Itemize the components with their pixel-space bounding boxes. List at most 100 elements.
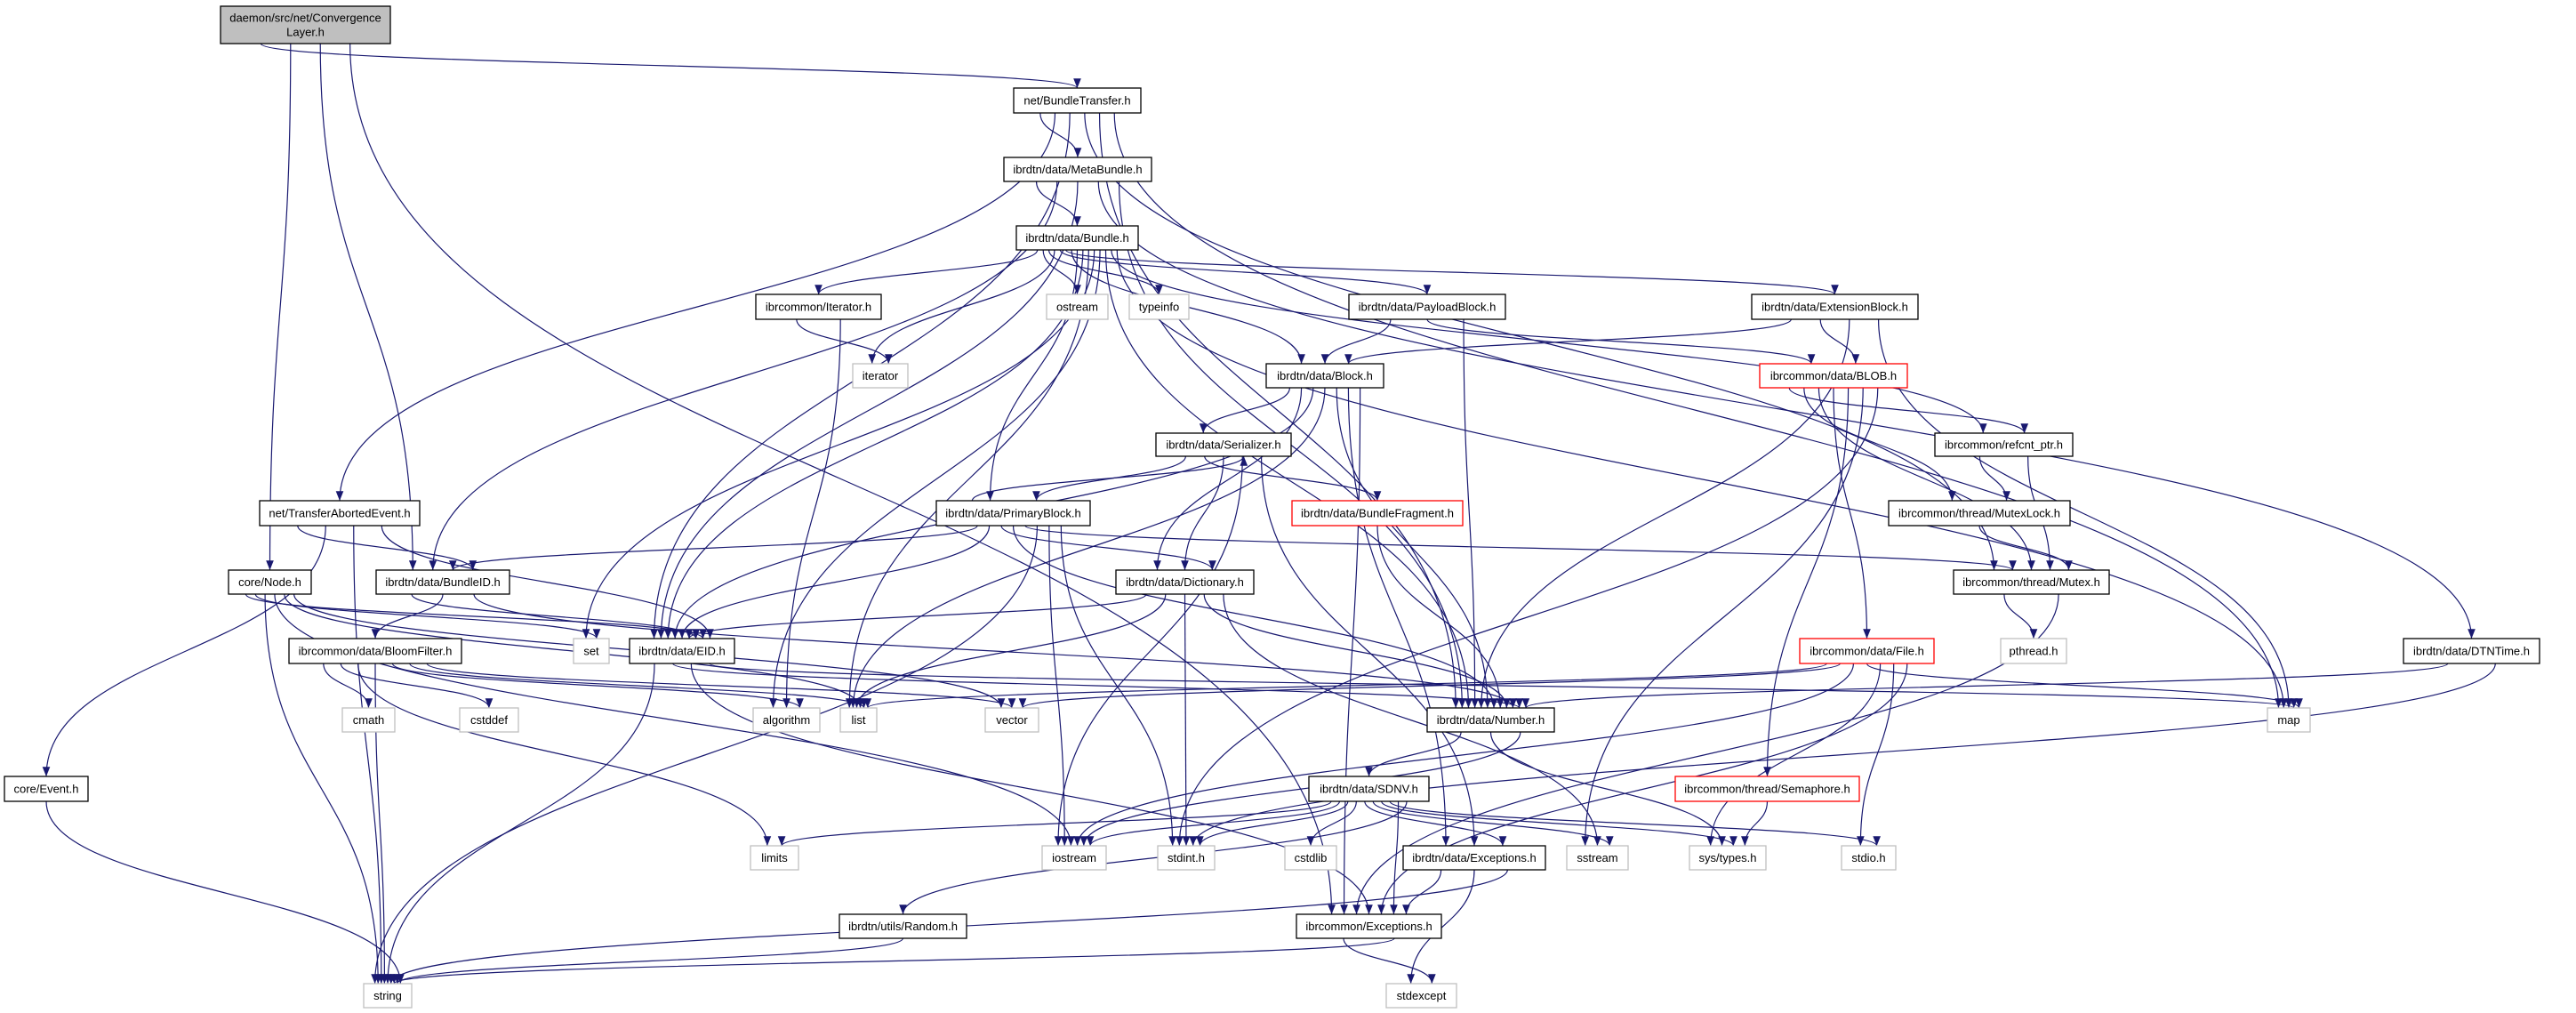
node-node[interactable]: core/Node.h — [228, 569, 312, 595]
node-cstddef[interactable]: cstddef — [459, 707, 519, 733]
node-event[interactable]: core/Event.h — [4, 776, 89, 802]
edge-number-to-systypes — [1489, 731, 1726, 847]
node-cmath[interactable]: cmath — [341, 707, 396, 733]
node-box — [1041, 845, 1107, 871]
node-number[interactable]: ibrdtn/data/Number.h — [1426, 707, 1555, 733]
edge-file-to-iostream — [1073, 663, 1854, 847]
edge-dexc-to-cexc — [1402, 869, 1442, 915]
node-limits[interactable]: limits — [750, 845, 799, 871]
edge-file-to-map — [1866, 663, 2303, 709]
node-systypes[interactable]: sys/types.h — [1689, 845, 1767, 871]
node-iostream[interactable]: iostream — [1041, 845, 1107, 871]
node-box — [363, 983, 413, 1009]
node-box — [1888, 500, 2071, 527]
node-ser[interactable]: ibrdtn/data/Serializer.h — [1155, 432, 1292, 457]
node-dtntime[interactable]: ibrdtn/data/DTNTime.h — [2403, 638, 2540, 664]
edge-sdnv-to-random — [899, 800, 1408, 915]
edge-bundle-to-set — [582, 249, 1095, 639]
edge-block-to-number — [1336, 387, 1492, 709]
node-stdexcept[interactable]: stdexcept — [1385, 983, 1457, 1009]
node-blob[interactable]: ibrcommon/data/BLOB.h — [1759, 363, 1908, 389]
node-label: ibrdtn/data/BundleFragment.h — [1301, 507, 1454, 520]
edge-tae-to-eid — [381, 525, 714, 639]
node-refcnt[interactable]: ibrcommon/refcnt_ptr.h — [1934, 432, 2074, 457]
edge-bt-to-map — [1113, 112, 2283, 709]
node-label: daemon/src/net/Convergence — [229, 12, 381, 25]
node-ext[interactable]: ibrdtn/data/ExtensionBlock.h — [1751, 293, 1919, 320]
node-block[interactable]: ibrdtn/data/Block.h — [1265, 363, 1384, 389]
node-pthread[interactable]: pthread.h — [2000, 638, 2067, 664]
node-payload[interactable]: ibrdtn/data/PayloadBlock.h — [1348, 293, 1506, 320]
edge-tae-to-event — [42, 525, 326, 777]
node-sdnv[interactable]: ibrdtn/data/SDNV.h — [1308, 776, 1430, 802]
node-label: set — [583, 645, 599, 658]
edge-bundle-to-algorithm — [769, 249, 1101, 709]
edge-bundle-to-number — [1104, 249, 1473, 709]
edge-eid-to-string — [383, 663, 655, 985]
edge-blob-to-sstream — [1581, 387, 1864, 847]
node-mutexlock[interactable]: ibrcommon/thread/MutexLock.h — [1888, 500, 2071, 527]
edge-ext-to-blob — [1819, 318, 1860, 365]
node-list[interactable]: list — [839, 707, 878, 733]
node-ostream[interactable]: ostream — [1046, 293, 1109, 320]
edge-bundleid-to-eid — [411, 593, 700, 639]
node-map[interactable]: map — [2267, 707, 2311, 733]
node-label: vector — [996, 713, 1028, 727]
node-sem[interactable]: ibrcommon/thread/Semaphore.h — [1674, 776, 1860, 802]
edge-ser-to-frag — [1204, 455, 1382, 502]
node-label: ibrdtn/data/Number.h — [1437, 713, 1545, 727]
edge-ser-to-dict — [1181, 455, 1224, 571]
node-sstream[interactable]: sstream — [1566, 845, 1629, 871]
node-bloom[interactable]: ibrcommon/data/BloomFilter.h — [288, 638, 462, 664]
node-label: typeinfo — [1139, 301, 1180, 314]
node-iterator[interactable]: iterator — [852, 363, 909, 389]
edge-bundle-to-ostream — [1042, 249, 1081, 295]
node-dict[interactable]: ibrdtn/data/Dictionary.h — [1115, 569, 1255, 595]
edge-primary-to-ser — [971, 455, 1248, 502]
node-random[interactable]: ibrdtn/utils/Random.h — [839, 913, 967, 939]
edge-meta-to-dtntime — [1097, 181, 2476, 639]
edge-blob-to-stdint — [1176, 387, 1879, 847]
node-stdint[interactable]: stdint.h — [1157, 845, 1216, 871]
node-box — [1308, 776, 1430, 802]
edge-file-to-stdio — [1857, 663, 1895, 847]
edge-blob-to-mutexlock — [1803, 387, 1956, 502]
node-bundleid[interactable]: ibrdtn/data/BundleID.h — [375, 569, 510, 595]
edge-dict-to-sstream — [1223, 593, 1601, 847]
node-label: map — [2277, 713, 2299, 727]
node-meta[interactable]: ibrdtn/data/MetaBundle.h — [1003, 157, 1152, 182]
node-primary[interactable]: ibrdtn/data/PrimaryBlock.h — [935, 500, 1091, 527]
node-iterh[interactable]: ibrcommon/Iterator.h — [755, 293, 882, 320]
node-box — [1115, 569, 1255, 595]
node-cexc[interactable]: ibrcommon/Exceptions.h — [1296, 913, 1442, 939]
node-algorithm[interactable]: algorithm — [752, 707, 821, 733]
node-box — [375, 569, 510, 595]
node-eid[interactable]: ibrdtn/data/EID.h — [629, 638, 735, 664]
node-set[interactable]: set — [573, 638, 610, 664]
node-dexc[interactable]: ibrdtn/data/Exceptions.h — [1402, 845, 1546, 871]
node-cstdlib[interactable]: cstdlib — [1284, 845, 1337, 871]
node-box — [2000, 638, 2067, 664]
edge-bloom-to-limits — [357, 663, 772, 847]
node-frag[interactable]: ibrdtn/data/BundleFragment.h — [1291, 500, 1464, 527]
node-stdio[interactable]: stdio.h — [1841, 845, 1897, 871]
node-box — [839, 707, 878, 733]
edge-number-to-sdnv — [1365, 731, 1462, 777]
node-string[interactable]: string — [363, 983, 413, 1009]
node-file[interactable]: ibrcommon/data/File.h — [1799, 638, 1935, 664]
node-mutex[interactable]: ibrcommon/thread/Mutex.h — [1953, 569, 2110, 595]
edge-root-to-bt — [260, 43, 1081, 89]
node-box — [573, 638, 610, 664]
edge-dict-to-list — [853, 593, 1167, 709]
node-typeinfo[interactable]: typeinfo — [1128, 293, 1190, 320]
edge-tae-to-string — [353, 525, 386, 985]
node-bundle[interactable]: ibrdtn/data/Bundle.h — [1015, 225, 1139, 251]
node-bt[interactable]: net/BundleTransfer.h — [1013, 87, 1142, 114]
node-label: ibrdtn/data/EID.h — [638, 645, 726, 658]
edge-node-to-eid — [245, 593, 707, 639]
node-vector[interactable]: vector — [984, 707, 1039, 733]
edge-bundle-to-primary — [986, 249, 1079, 502]
node-tae[interactable]: net/TransferAbortedEvent.h — [259, 500, 421, 527]
